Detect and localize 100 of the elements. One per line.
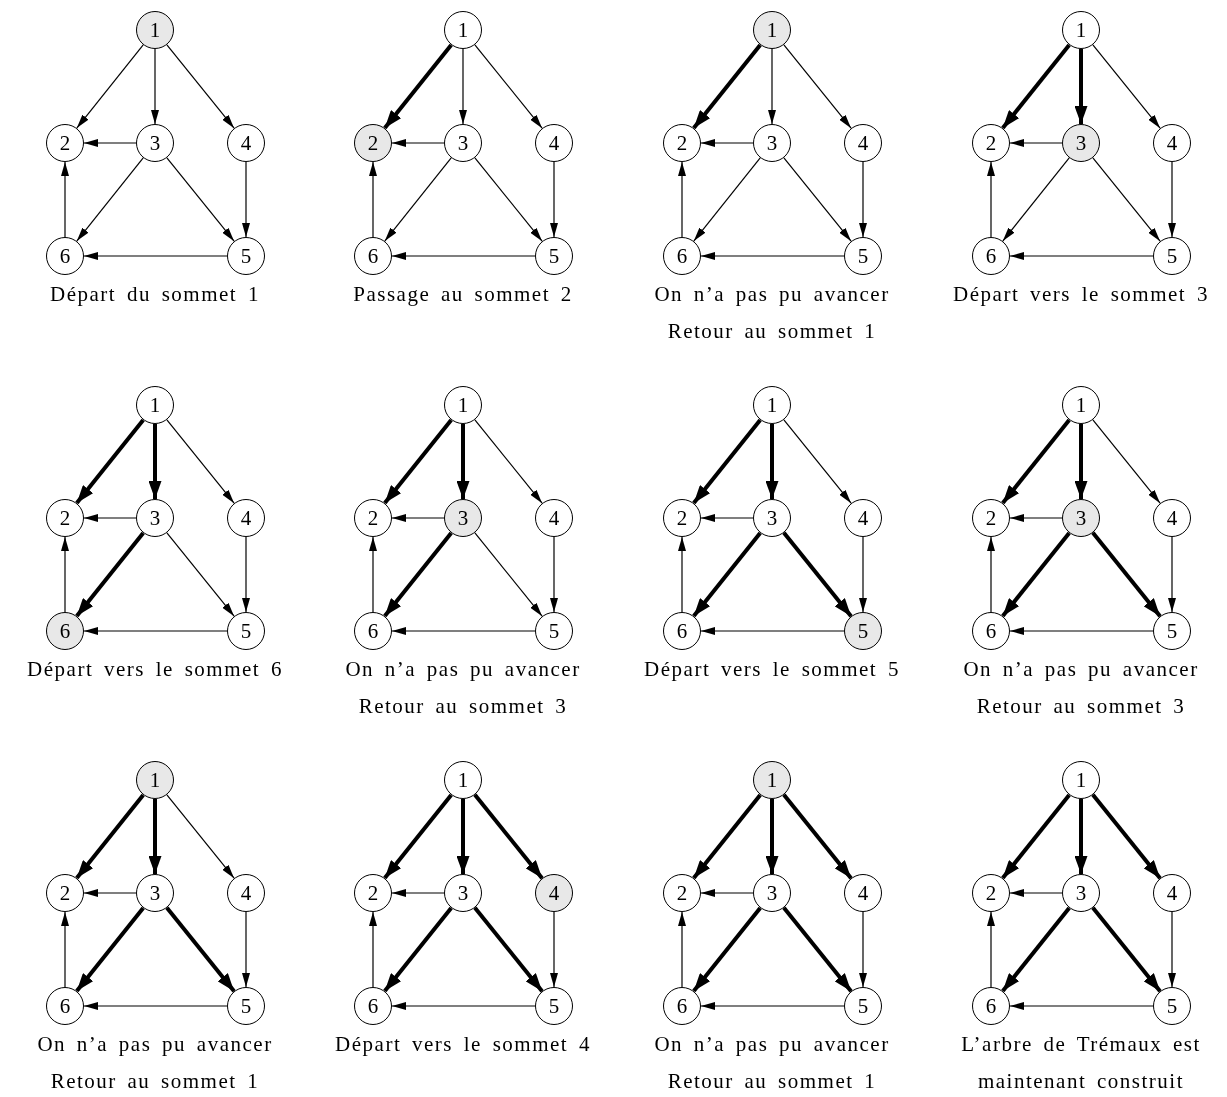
caption-text: Départ du sommet 1 [49, 281, 261, 308]
vertex-circle: 2 [354, 499, 392, 537]
vertex-circle: 5 [844, 237, 882, 275]
arrow [1001, 43, 1071, 130]
arrow [1001, 418, 1071, 505]
arrow [61, 911, 69, 988]
arrow [1074, 424, 1088, 499]
arrow [765, 424, 779, 499]
vertex-circle: 4 [844, 499, 882, 537]
arrow [987, 161, 995, 238]
arrow [550, 536, 558, 613]
vertex-circle: 5 [1153, 237, 1191, 275]
arrow [783, 157, 852, 242]
arrow [859, 536, 867, 613]
arrow [1074, 49, 1088, 124]
vertex-circle: 3 [753, 874, 791, 912]
arrow [859, 161, 867, 238]
vertex-circle: 4 [844, 874, 882, 912]
arrow [83, 627, 228, 635]
caption-text: On n’a pas pu avancer Retour au sommet 3 [962, 656, 1200, 720]
vertex-circle: 1 [444, 386, 482, 424]
vertex-circle: 5 [227, 612, 265, 650]
arrow [391, 627, 536, 635]
vertex-circle: 2 [663, 124, 701, 162]
vertex-circle: 1 [1062, 386, 1100, 424]
vertex-circle: 6 [354, 237, 392, 275]
vertex-circle: 3 [1062, 874, 1100, 912]
vertex-circle: 6 [46, 612, 84, 650]
arrow [1092, 419, 1161, 504]
arrow [76, 157, 144, 242]
vertex-circle: 2 [972, 499, 1010, 537]
vertex-circle: 4 [227, 124, 265, 162]
arrow [242, 161, 250, 238]
vertex-circle: 2 [972, 874, 1010, 912]
arrow [1009, 627, 1154, 635]
arrow [474, 157, 543, 242]
arrow [768, 48, 776, 125]
vertex-circle: 6 [663, 237, 701, 275]
vertex-circle: 5 [844, 612, 882, 650]
vertex-circle: 2 [354, 124, 392, 162]
arrow [242, 911, 250, 988]
arrow [1001, 906, 1071, 993]
vertex-circle: 2 [46, 124, 84, 162]
arrow [166, 794, 235, 879]
arrow [166, 532, 235, 617]
vertex-circle: 2 [663, 874, 701, 912]
vertex-circle: 3 [136, 499, 174, 537]
arrow [391, 1002, 536, 1010]
arrow [166, 157, 235, 242]
vertex-circle: 3 [136, 874, 174, 912]
vertex-circle: 2 [46, 499, 84, 537]
vertex-circle: 1 [1062, 761, 1100, 799]
arrow [166, 44, 235, 129]
vertex-circle: 5 [227, 987, 265, 1025]
arrow [987, 536, 995, 613]
arrow [148, 424, 162, 499]
caption-text: Passage au sommet 2 [352, 281, 574, 308]
arrow [1009, 889, 1063, 897]
arrow [550, 161, 558, 238]
vertex-circle: 3 [444, 499, 482, 537]
arrow [83, 514, 137, 522]
vertex-circle: 5 [1153, 612, 1191, 650]
vertex-circle: 3 [753, 499, 791, 537]
vertex-circle: 6 [46, 987, 84, 1025]
vertex-circle: 6 [354, 987, 392, 1025]
arrow [692, 418, 762, 505]
arrow [369, 536, 377, 613]
caption-text: Départ vers le sommet 4 [334, 1031, 592, 1058]
arrow [165, 906, 236, 993]
arrow [148, 799, 162, 874]
vertex-circle: 1 [136, 11, 174, 49]
arrow [456, 424, 470, 499]
arrow [700, 139, 754, 147]
vertex-circle: 4 [535, 499, 573, 537]
arrow [383, 43, 453, 130]
arrow [783, 419, 852, 504]
vertex-circle: 4 [227, 499, 265, 537]
arrow [75, 793, 145, 880]
arrow [1091, 531, 1162, 618]
arrow [1091, 793, 1162, 880]
arrow [700, 627, 845, 635]
vertex-circle: 5 [227, 237, 265, 275]
arrow [383, 906, 453, 993]
arrow [456, 799, 470, 874]
arrow [692, 43, 762, 130]
vertex-circle: 5 [535, 237, 573, 275]
arrow [1091, 906, 1162, 993]
vertex-circle: 2 [972, 124, 1010, 162]
vertex-circle: 6 [972, 987, 1010, 1025]
arrow [474, 419, 543, 504]
vertex-circle: 1 [444, 761, 482, 799]
vertex-circle: 6 [46, 237, 84, 275]
vertex-circle: 3 [136, 124, 174, 162]
arrow [700, 252, 845, 260]
caption-text: On n’a pas pu avancer Retour au sommet 1 [653, 1031, 891, 1095]
vertex-circle: 3 [444, 874, 482, 912]
caption-text: On n’a pas pu avancer Retour au sommet 1 [653, 281, 891, 345]
vertex-circle: 2 [46, 874, 84, 912]
arrow [391, 889, 445, 897]
vertex-circle: 5 [535, 612, 573, 650]
